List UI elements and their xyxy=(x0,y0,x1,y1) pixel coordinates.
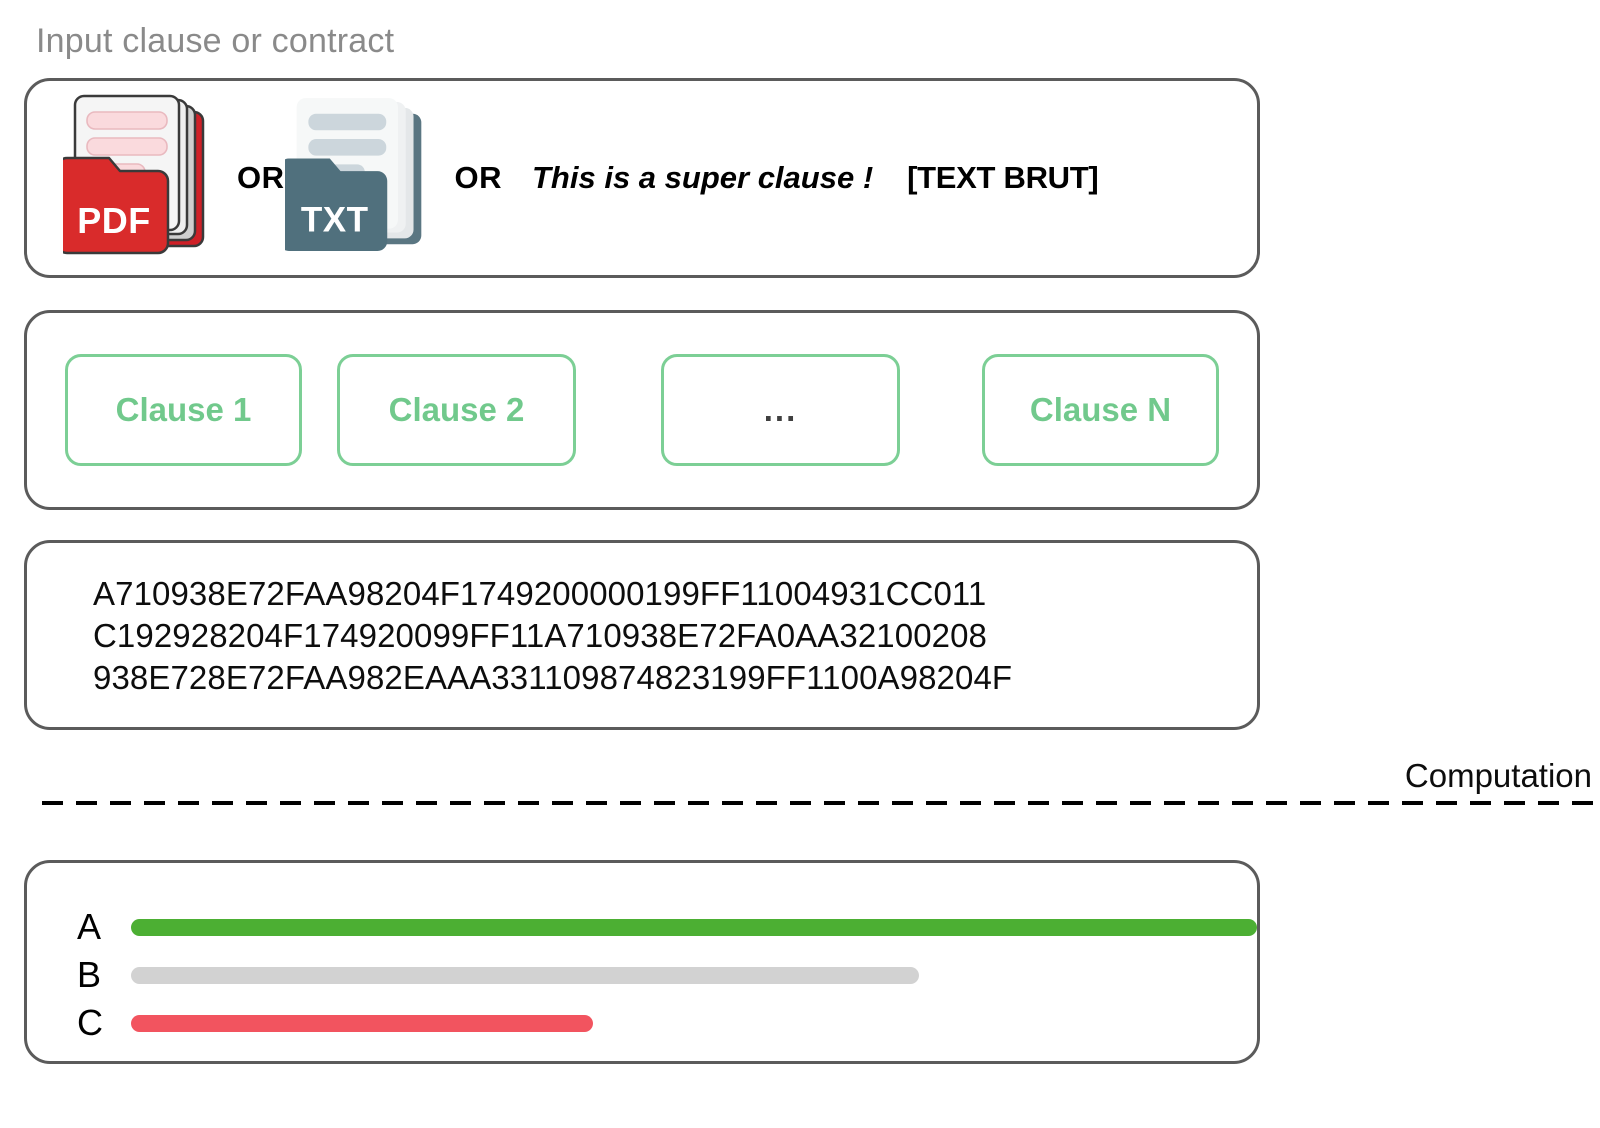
bar-fill-c xyxy=(131,1014,593,1032)
bar-track-a xyxy=(131,903,1257,951)
pdf-icon-label: PDF xyxy=(77,200,151,241)
input-panel: PDF OR TXT OR This is a s xyxy=(24,78,1260,278)
input-options-row: PDF OR TXT OR This is a s xyxy=(27,81,1257,275)
bar-row-c: C xyxy=(77,999,1257,1047)
hash-line-2: C192928204F174920099FF11A710938E72FA0AA3… xyxy=(93,617,988,654)
hash-output-panel: A710938E72FAA98204F1749200000199FF110049… xyxy=(24,540,1260,730)
bar-label-b: B xyxy=(77,954,102,995)
page-title: Input clause or contract xyxy=(36,22,395,60)
bar-track-b xyxy=(131,951,1257,999)
bar-row-a: A xyxy=(77,903,1257,951)
bar-label-c: C xyxy=(77,1002,103,1043)
clause-box-n[interactable]: Clause N xyxy=(982,354,1219,466)
txt-icon-label: TXT xyxy=(300,201,368,240)
clause-box-1[interactable]: Clause 1 xyxy=(65,354,302,466)
raw-text-badge: [TEXT BRUT] xyxy=(907,160,1099,195)
clause-box-ellipsis[interactable]: ... xyxy=(661,354,900,466)
bar-row-b: B xyxy=(77,951,1257,999)
sample-clause-text: This is a super clause ! xyxy=(532,160,874,195)
clause-boxes-row: Clause 1 Clause 2 ... Clause N xyxy=(27,313,1257,507)
bar-label-a: A xyxy=(77,906,102,947)
pdf-file-icon[interactable]: PDF xyxy=(63,90,215,266)
computation-label: Computation xyxy=(1404,757,1592,794)
clause-list-panel: Clause 1 Clause 2 ... Clause N xyxy=(24,310,1260,510)
hash-line-1: A710938E72FAA98204F1749200000199FF110049… xyxy=(93,575,987,612)
hash-lines: A710938E72FAA98204F1749200000199FF110049… xyxy=(93,573,1237,699)
bar-track-c xyxy=(131,999,1257,1047)
bar-fill-b xyxy=(131,966,920,984)
score-bar-chart: A B C xyxy=(27,863,1257,1061)
results-panel: A B C xyxy=(24,860,1260,1064)
txt-file-icon[interactable]: TXT xyxy=(284,90,433,266)
dashed-divider xyxy=(42,801,1600,805)
hash-line-3: 938E728E72FAA982EAAA331109874823199FF110… xyxy=(93,659,1013,696)
bar-fill-a xyxy=(131,918,1257,936)
or-separator-1: OR xyxy=(237,160,285,195)
clause-box-2[interactable]: Clause 2 xyxy=(337,354,576,466)
or-separator-2: OR xyxy=(454,160,502,195)
